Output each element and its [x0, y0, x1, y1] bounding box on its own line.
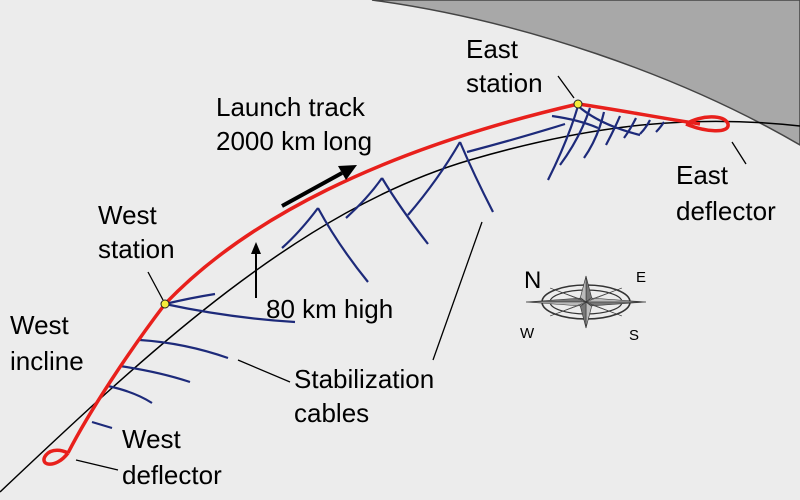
east-station-marker	[573, 99, 583, 109]
height-label: 80 km high	[266, 294, 393, 324]
launch-track	[66, 102, 701, 454]
east-station-label: East station	[466, 34, 543, 98]
east-deflector-loop	[685, 115, 730, 133]
east-deflector-label: East deflector	[676, 160, 776, 226]
west-deflector-loop	[42, 448, 70, 466]
west-deflector-label: West deflector	[122, 424, 222, 490]
compass-w-label: W	[520, 325, 535, 342]
west-incline-label: West incline	[10, 310, 84, 376]
height-arrow	[251, 242, 261, 298]
compass-s-label: S	[629, 327, 639, 344]
stabilization-cables	[91, 105, 665, 430]
leader-lines	[75, 75, 747, 471]
west-station-label: West station	[98, 200, 175, 264]
space-region	[371, 0, 800, 146]
compass-rose: N E W S	[520, 267, 647, 344]
compass-e-label: E	[636, 269, 646, 286]
west-station-marker	[160, 299, 170, 309]
stabilization-cables-label: Stabilization cables	[294, 364, 441, 428]
compass-n-label: N	[524, 267, 541, 294]
launch-track-label: Launch track 2000 km long	[216, 92, 372, 156]
launch-direction-arrow	[281, 165, 357, 208]
